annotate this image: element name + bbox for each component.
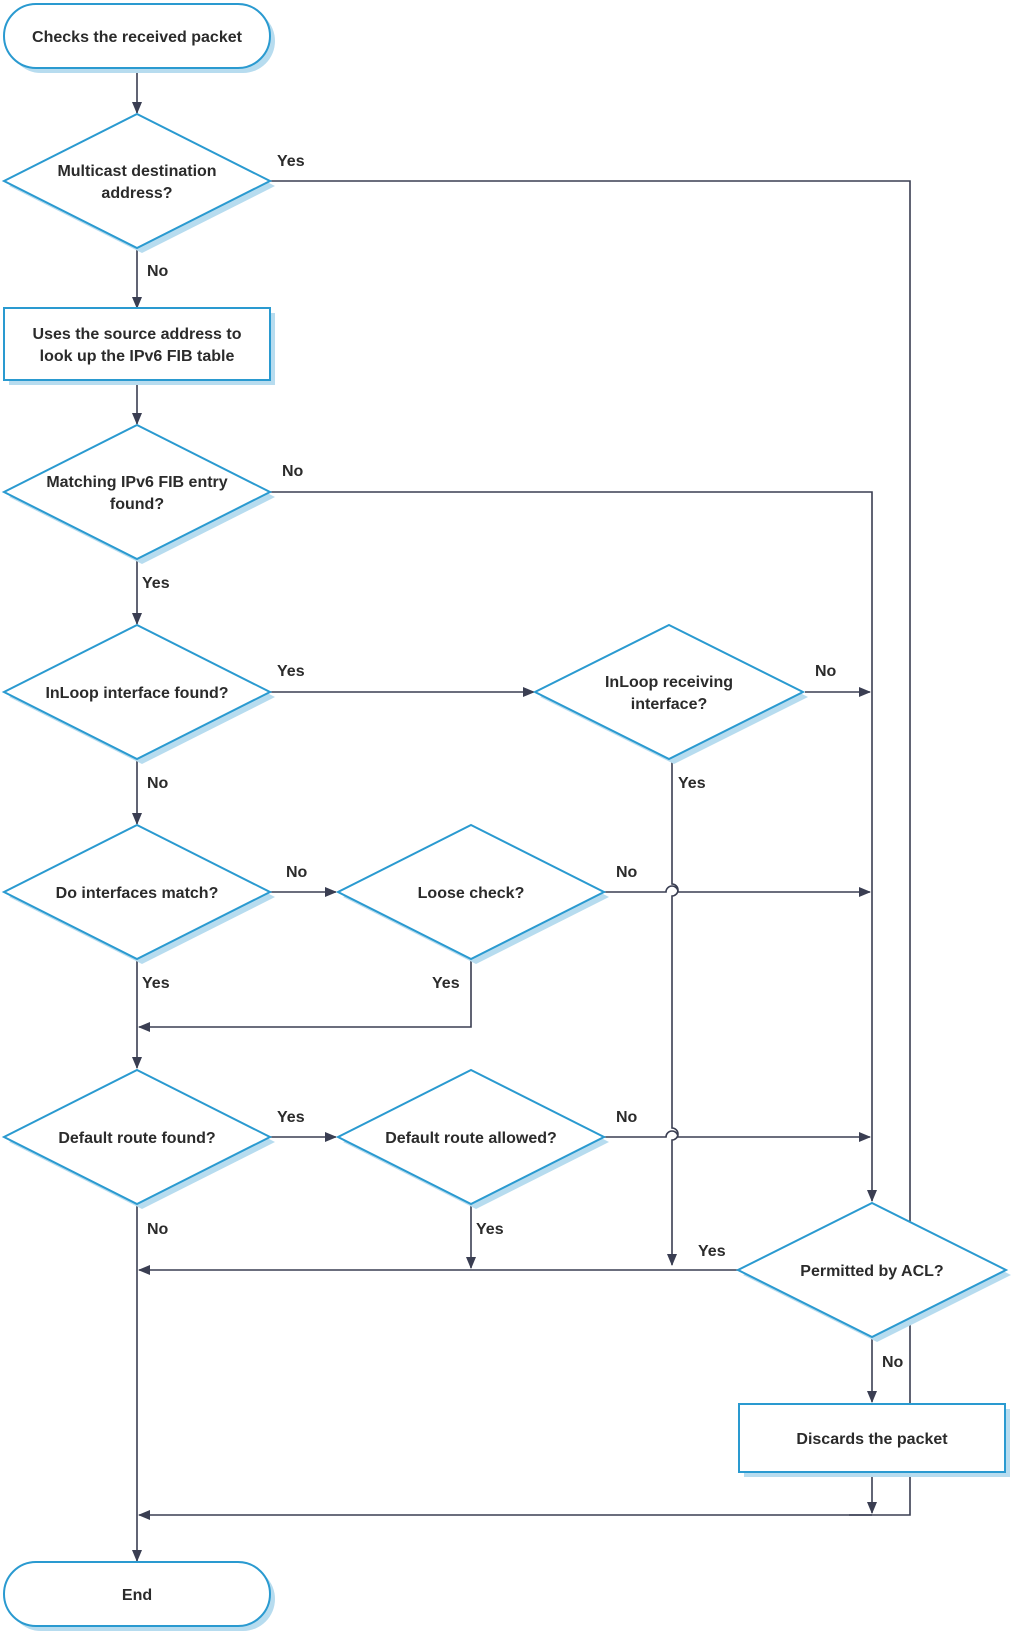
label-loose-yes: Yes [432, 975, 460, 992]
node-default-found: Default route found? [1, 1068, 275, 1209]
node-text-line: Default route found? [58, 1130, 215, 1147]
label-inloop-recv-yes: Yes [678, 775, 706, 792]
label-multicast-no: No [147, 263, 169, 280]
node-fib-found: Matching IPv6 FIB entry found? [1, 423, 275, 564]
node-lookup: Uses the source address to look up the IP… [3, 307, 275, 385]
decision-shape [335, 823, 607, 961]
edge-inloop-recv-yes [667, 759, 679, 1266]
node-text-line: Do interfaces match? [56, 885, 219, 902]
connectors [132, 73, 911, 1562]
label-if-match-no: No [286, 864, 308, 881]
node-text-line: InLoop interface found? [45, 685, 228, 702]
node-text-line: Uses the source address to [33, 326, 242, 343]
node-text-line: InLoop receiving [605, 674, 733, 691]
edge-labels: Yes No No Yes Yes No No Yes No No Yes Ye… [142, 153, 904, 1371]
decision-shape [1, 423, 273, 561]
decision-shape [532, 623, 806, 761]
edge-fib-no [270, 491, 877, 1202]
node-text-line: interface? [631, 696, 707, 713]
label-if-match-yes: Yes [142, 975, 170, 992]
node-text-line: Discards the packet [796, 1431, 948, 1448]
node-text-line: address? [101, 185, 172, 202]
node-text-line: Loose check? [418, 885, 525, 902]
node-inloop-recv: InLoop receiving interface? [532, 623, 808, 764]
label-loose-no: No [616, 864, 638, 881]
label-default-allowed-yes: Yes [476, 1221, 504, 1238]
node-text-line: Default route allowed? [385, 1130, 557, 1147]
decision-shape [1, 823, 273, 961]
node-start: Checks the received packet [3, 3, 275, 73]
node-text-line: Checks the received packet [32, 29, 243, 46]
node-end: End [3, 1561, 275, 1631]
edge-loose-yes [138, 959, 472, 1032]
label-multicast-yes: Yes [277, 153, 305, 170]
node-loose: Loose check? [335, 823, 609, 964]
process-shape [3, 307, 271, 381]
node-if-match: Do interfaces match? [1, 823, 275, 964]
node-multicast: Multicast destination address? [1, 112, 275, 253]
node-discard: Discards the packet [738, 1403, 1010, 1477]
edge-multicast-yes [270, 180, 911, 1230]
node-inloop-if: InLoop interface found? [1, 623, 275, 764]
label-inloop-recv-no: No [815, 663, 837, 680]
label-inloop-if-yes: Yes [277, 663, 305, 680]
process-shape [738, 1403, 1006, 1473]
decision-shape [735, 1201, 1009, 1339]
node-acl: Permitted by ACL? [735, 1201, 1011, 1342]
node-default-allowed: Default route allowed? [335, 1068, 609, 1209]
label-default-found-yes: Yes [277, 1109, 305, 1126]
node-text-line: Multicast destination [57, 163, 216, 180]
label-inloop-if-no: No [147, 775, 169, 792]
node-text-line: Matching IPv6 FIB entry [46, 474, 227, 491]
label-default-found-no: No [147, 1221, 169, 1238]
decision-shape [335, 1068, 607, 1206]
terminal-shape [3, 3, 271, 69]
label-acl-no: No [882, 1354, 904, 1371]
decision-shape [1, 1068, 273, 1206]
decision-shape [1, 112, 273, 250]
decision-shape [1, 623, 273, 761]
edge-default-allowed-no [604, 1130, 871, 1142]
node-text-line: Permitted by ACL? [800, 1263, 943, 1280]
terminal-shape [3, 1561, 271, 1627]
label-fib-no: No [282, 463, 304, 480]
label-default-allowed-no: No [616, 1109, 638, 1126]
node-text-line: look up the IPv6 FIB table [40, 348, 235, 365]
label-fib-yes: Yes [142, 575, 170, 592]
node-text-line: End [122, 1587, 152, 1604]
edge-loose-no [604, 885, 871, 897]
node-text-line: found? [110, 496, 164, 513]
label-acl-yes: Yes [698, 1243, 726, 1260]
